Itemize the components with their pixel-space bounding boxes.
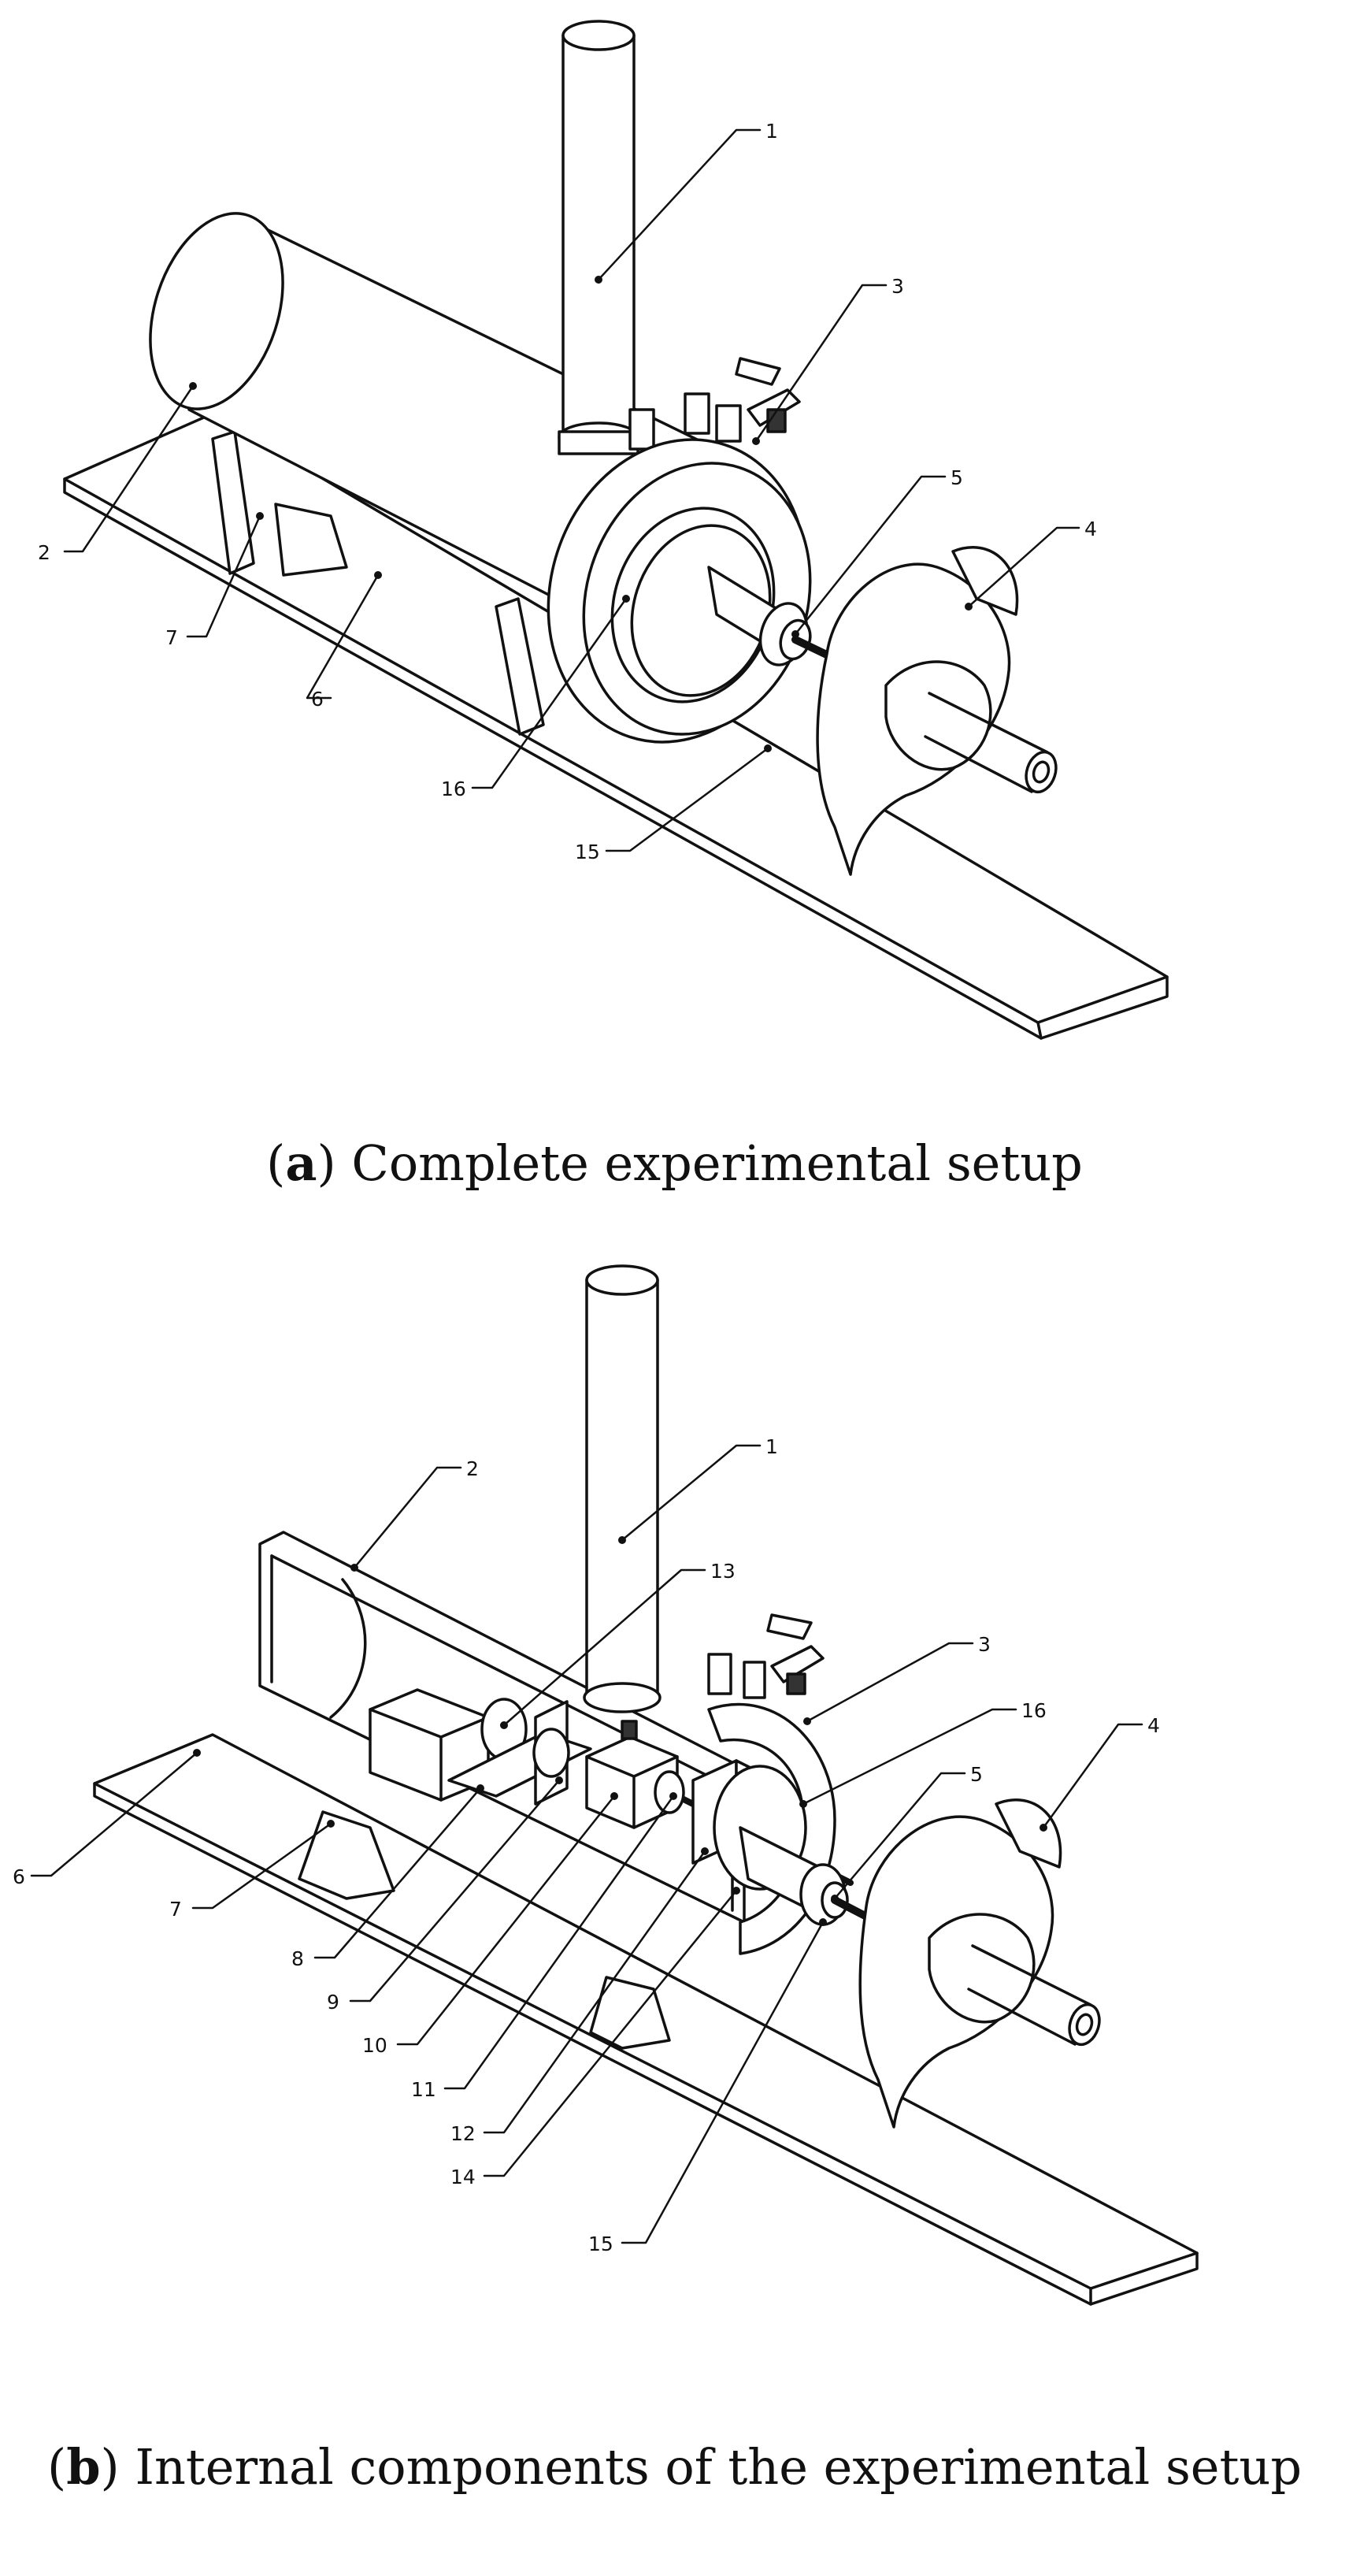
callout-dots bbox=[193, 1536, 1047, 1926]
callout-label-7: 7 bbox=[165, 626, 178, 649]
vertical-pipe bbox=[558, 20, 639, 455]
callout-labels: 1 2 3 4 5 6 7 15 16 bbox=[38, 120, 1097, 863]
supports bbox=[298, 1810, 671, 2050]
callout-label-13: 13 bbox=[710, 1560, 736, 1583]
sensor-box bbox=[585, 1720, 679, 1829]
callout-label-9: 9 bbox=[327, 1991, 339, 2014]
turbine-runner bbox=[816, 546, 1058, 876]
flange-clamps bbox=[628, 357, 801, 451]
callout-label-16: 16 bbox=[1021, 1699, 1047, 1722]
callout-label-6: 6 bbox=[311, 688, 324, 711]
callout-labels: 1 2 3 4 5 6 7 8 9 10 11 12 13 14 15 16 bbox=[13, 1435, 1160, 2255]
callout-lines bbox=[63, 128, 1080, 852]
callout-label-10: 10 bbox=[362, 2034, 387, 2057]
panel-b-drawing: 1 2 3 4 5 6 7 8 9 10 11 12 13 14 15 16 bbox=[13, 1264, 1199, 2306]
vertical-pipe bbox=[583, 1264, 662, 1713]
callout-label-8: 8 bbox=[291, 1947, 304, 1970]
callout-label-15: 15 bbox=[575, 841, 600, 863]
callout-label-15: 15 bbox=[588, 2233, 613, 2255]
supports bbox=[211, 430, 545, 736]
callout-label-1: 1 bbox=[765, 120, 778, 143]
panel-b: 1 2 3 4 5 6 7 8 9 10 11 12 13 14 15 16 (… bbox=[0, 1245, 1349, 2576]
callout-label-2: 2 bbox=[466, 1457, 479, 1480]
panel-a-drawing: 1 2 3 4 5 6 7 15 16 bbox=[38, 20, 1169, 1040]
flange-clamps bbox=[707, 1613, 825, 1699]
callout-label-5: 5 bbox=[951, 466, 963, 489]
callout-label-6: 6 bbox=[13, 1865, 25, 1888]
callout-label-11: 11 bbox=[411, 2078, 436, 2101]
caption-letter: a bbox=[285, 1134, 317, 1192]
callout-label-5: 5 bbox=[970, 1763, 983, 1786]
callout-label-3: 3 bbox=[978, 1633, 991, 1656]
callout-label-3: 3 bbox=[891, 275, 904, 298]
caption-text: Internal components of the experimental … bbox=[135, 2438, 1303, 2496]
callout-lines bbox=[30, 1444, 1143, 2244]
callout-label-12: 12 bbox=[450, 2122, 476, 2145]
callout-label-14: 14 bbox=[450, 2166, 476, 2188]
panel-a: 1 2 3 4 5 6 7 15 16 (a) Complete experim… bbox=[0, 0, 1349, 1229]
caption-text: Complete experimental setup bbox=[351, 1134, 1083, 1192]
callout-label-4: 4 bbox=[1147, 1714, 1160, 1737]
callout-label-2: 2 bbox=[38, 541, 50, 564]
callout-label-4: 4 bbox=[1084, 518, 1097, 540]
callout-label-1: 1 bbox=[765, 1435, 778, 1458]
callout-label-16: 16 bbox=[441, 778, 466, 800]
turbine-runner bbox=[858, 1798, 1101, 2129]
callout-dots bbox=[189, 276, 973, 752]
caption-b: (b) Internal components of the experimen… bbox=[46, 2438, 1303, 2496]
callout-label-7: 7 bbox=[169, 1898, 182, 1921]
caption-letter: b bbox=[66, 2438, 101, 2496]
caption-a: (a) Complete experimental setup bbox=[266, 1134, 1083, 1192]
